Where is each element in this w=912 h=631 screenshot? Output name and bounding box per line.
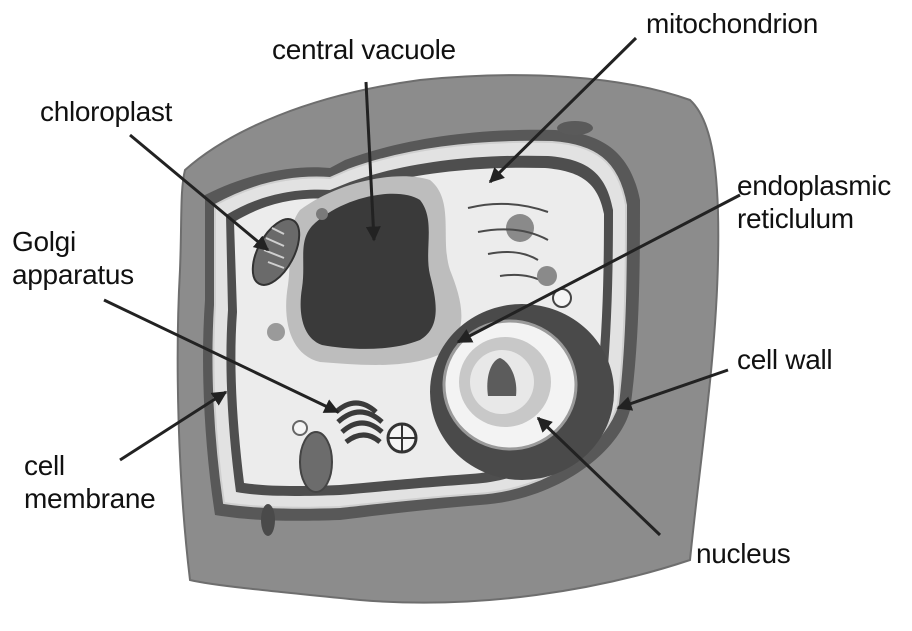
label-cell-wall: cell wall xyxy=(737,344,832,376)
granule xyxy=(316,208,328,220)
label-endoplasmic-line2: reticlulum xyxy=(737,203,854,235)
label-nucleus: nucleus xyxy=(696,538,790,570)
label-chloroplast: chloroplast xyxy=(40,96,172,128)
label-cell-membrane-line1: cell xyxy=(24,450,65,482)
granule xyxy=(293,421,307,435)
label-golgi-line1: Golgi xyxy=(12,226,76,258)
label-cell-membrane-line2: membrane xyxy=(24,483,155,515)
label-mitochondrion: mitochondrion xyxy=(646,8,818,40)
mitochondrion xyxy=(506,214,534,242)
granule xyxy=(267,323,285,341)
chloroplast-lower xyxy=(300,432,332,492)
label-endoplasmic-line1: endoplasmic xyxy=(737,170,891,202)
plasmodesma xyxy=(557,121,593,135)
wall-pit xyxy=(261,504,275,536)
label-golgi-line2: apparatus xyxy=(12,259,134,291)
label-central-vacuole: central vacuole xyxy=(272,34,456,66)
granule xyxy=(537,266,557,286)
